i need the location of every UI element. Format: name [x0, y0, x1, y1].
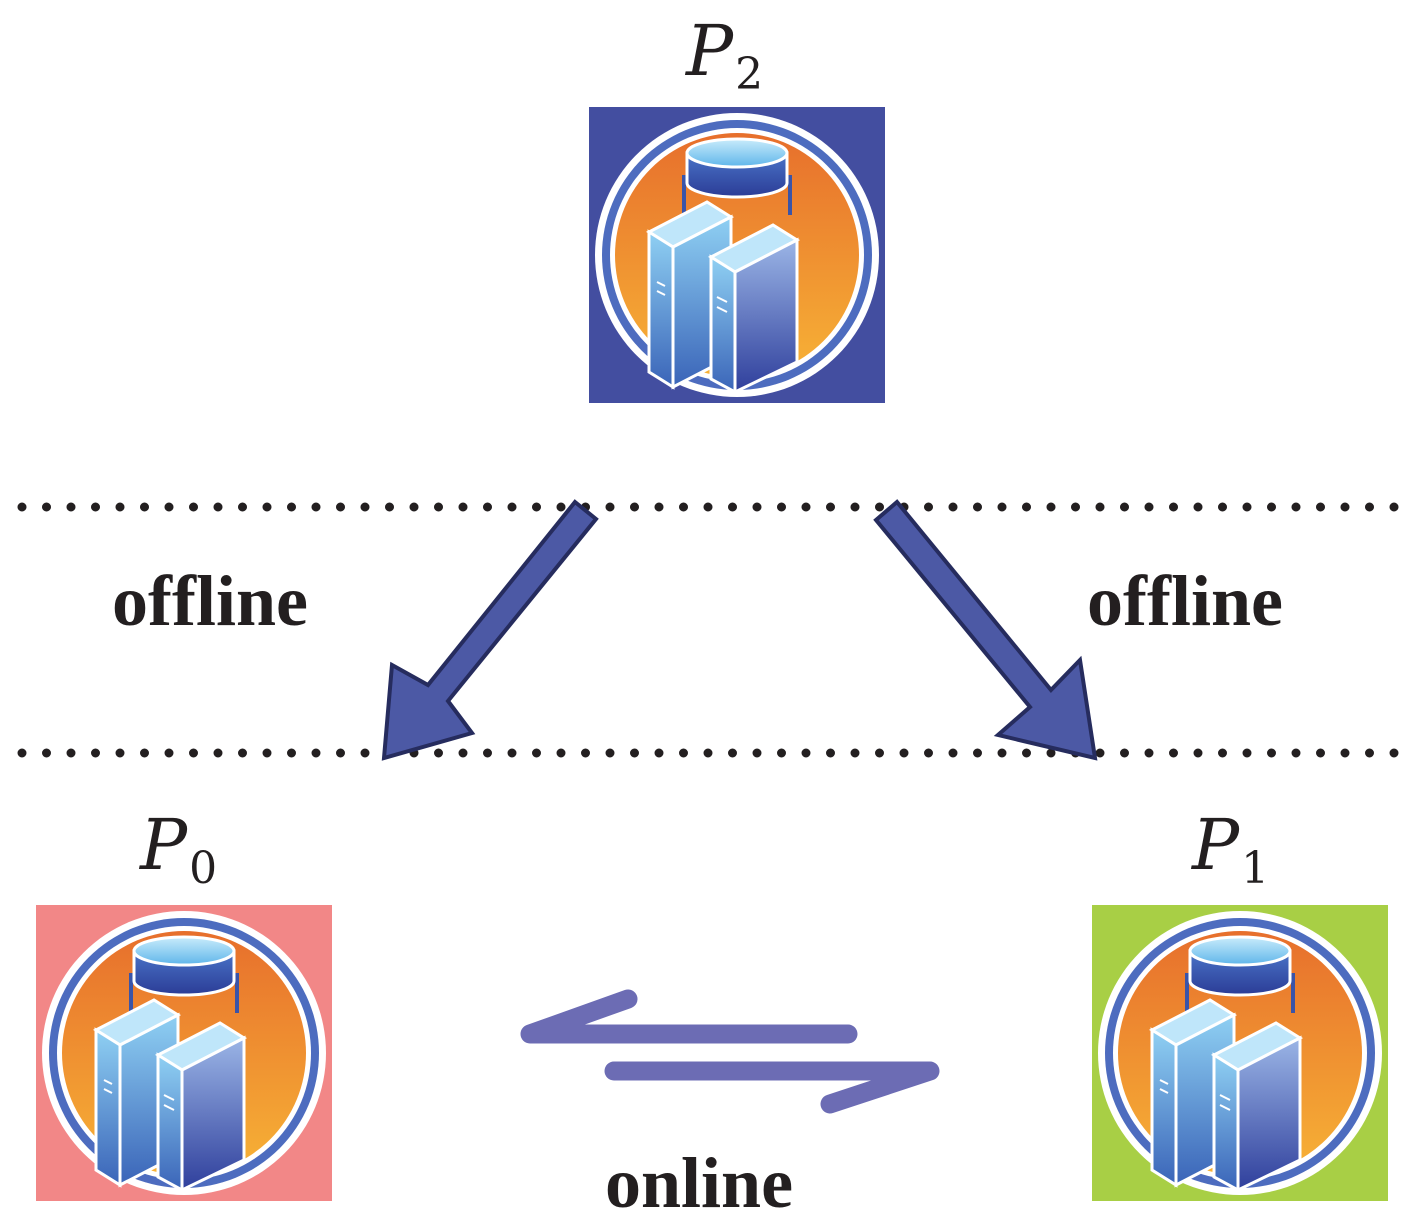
offline-label-left: offline	[112, 561, 308, 641]
server-tile-p0	[36, 905, 332, 1201]
offline-arrow-right	[873, 499, 1098, 761]
online-arrow-left	[520, 989, 858, 1044]
offline-arrow-left	[381, 499, 599, 761]
party-label-p2: P2	[686, 10, 764, 100]
server-icon	[1092, 905, 1388, 1201]
server-tile-p1	[1092, 905, 1388, 1201]
server-icon	[589, 107, 885, 403]
server-tile-p2	[589, 107, 885, 403]
online-label: online	[605, 1143, 794, 1223]
party-label-p1: P1	[1192, 804, 1270, 894]
party-label-p0: P0	[140, 804, 218, 894]
offline-label-right: offline	[1087, 561, 1283, 641]
server-icon	[36, 905, 332, 1201]
online-arrow-right	[604, 1061, 940, 1114]
